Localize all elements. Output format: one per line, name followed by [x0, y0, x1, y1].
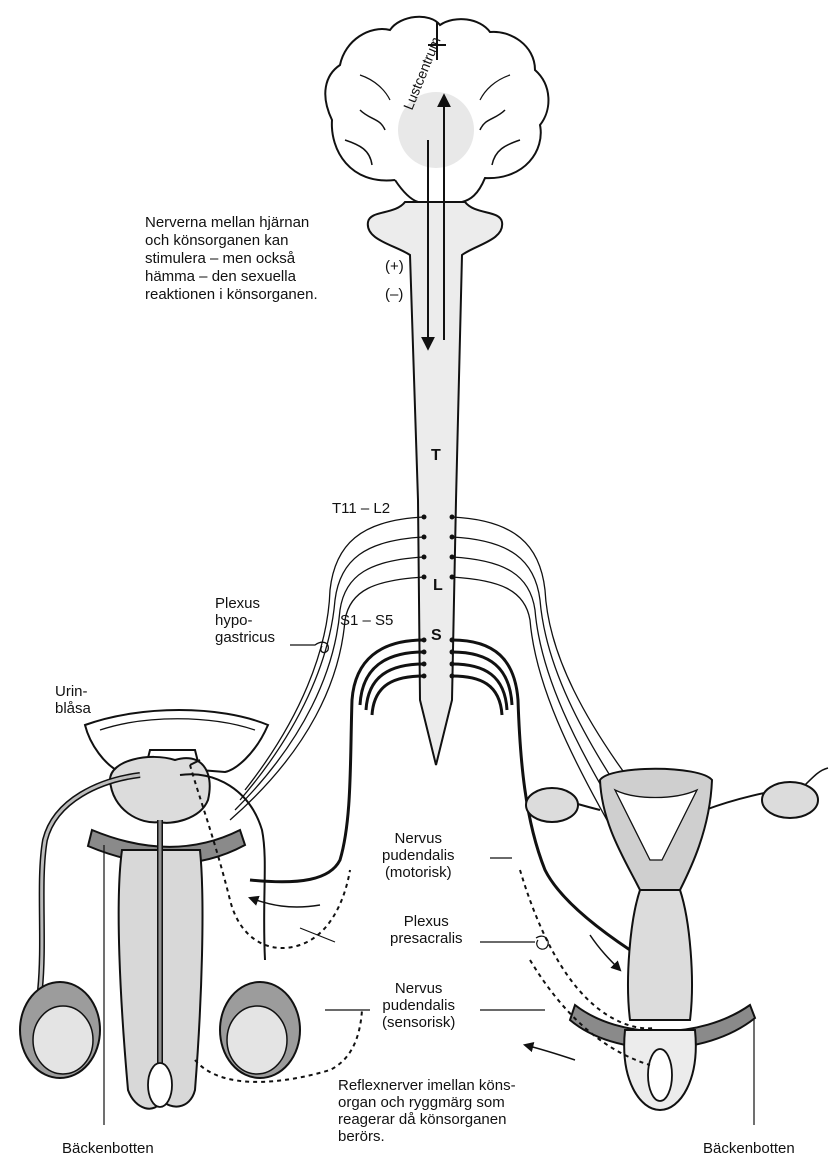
segment-L-label: L: [433, 577, 443, 594]
male-anatomy: [20, 710, 362, 1109]
nerve-note: Nerverna mellan hjärnan och könsorganen …: [145, 214, 318, 304]
plus-label: (+): [385, 258, 404, 275]
urinblasa-label: Urin- blåsa: [55, 683, 91, 717]
female-anatomy: [520, 768, 828, 1110]
backenbotten-left-label: Bäckenbotten: [62, 1140, 154, 1157]
pudendalis-motorisk-label: Nervus pudendalis (motorisk): [382, 830, 455, 881]
plexus-hypogastricus-label: Plexus hypo- gastricus: [215, 595, 275, 646]
plexus-hypogastricus-pointer: [290, 642, 328, 652]
reflex-note: Reflexnerver imellan köns- organ och ryg…: [338, 1077, 516, 1145]
pudendalis-sensorisk-label: Nervus pudendalis (sensorisk): [382, 980, 455, 1031]
S1-S5-label: S1 – S5: [340, 612, 393, 629]
T11-L2-label: T11 – L2: [332, 500, 390, 517]
segment-T-label: T: [431, 447, 441, 464]
plexus-presacralis-label: Plexus presacralis: [390, 913, 463, 947]
minus-label: (–): [385, 286, 403, 303]
backenbotten-right-label: Bäckenbotten: [703, 1140, 795, 1157]
segment-S-label: S: [431, 627, 442, 644]
